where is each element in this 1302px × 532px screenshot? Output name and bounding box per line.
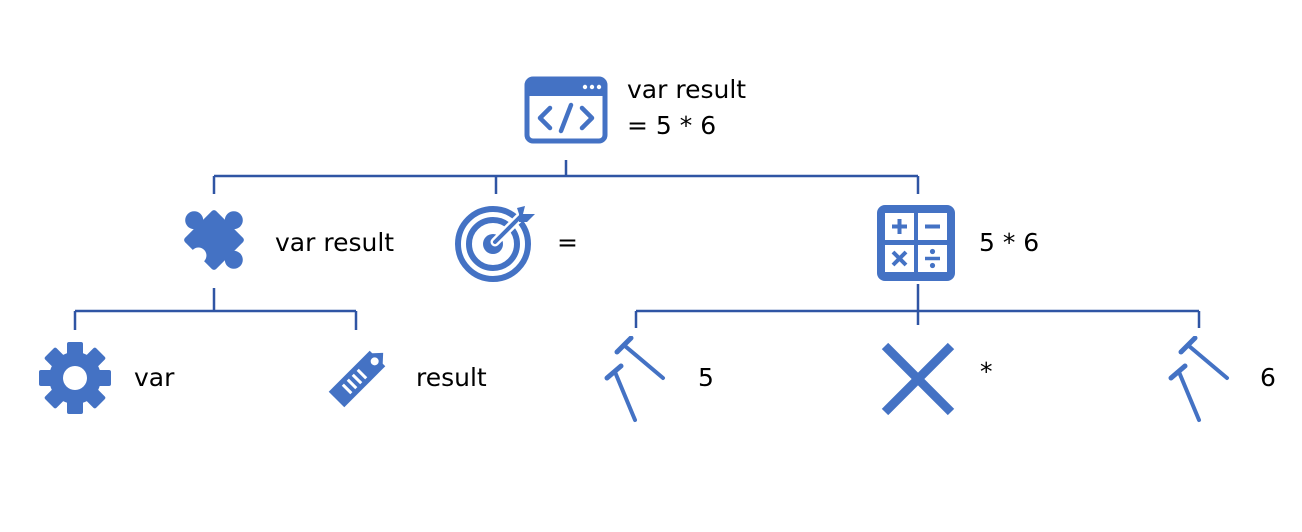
operator-label: * (980, 357, 993, 386)
multiply-icon (881, 342, 955, 416)
expression-label: 5 * 6 (979, 228, 1040, 257)
puzzle-piece-icon (184, 210, 244, 270)
code-window-icon (524, 76, 608, 144)
nails-icon (604, 336, 665, 422)
identifier-label: result (416, 363, 487, 392)
gear-icon (39, 342, 111, 414)
root-label-line1: var result (627, 75, 747, 104)
target-icon (455, 206, 535, 282)
root-label-line2: = 5 * 6 (627, 111, 717, 140)
keyword-label: var (134, 363, 175, 392)
left-operand-label: 5 (698, 363, 714, 392)
assignment-label: = (557, 228, 578, 257)
declaration-label: var result (275, 228, 395, 257)
nails-icon (1168, 336, 1229, 422)
right-operand-label: 6 (1260, 363, 1276, 392)
calculator-icon (877, 205, 955, 281)
tag-icon (328, 350, 386, 408)
